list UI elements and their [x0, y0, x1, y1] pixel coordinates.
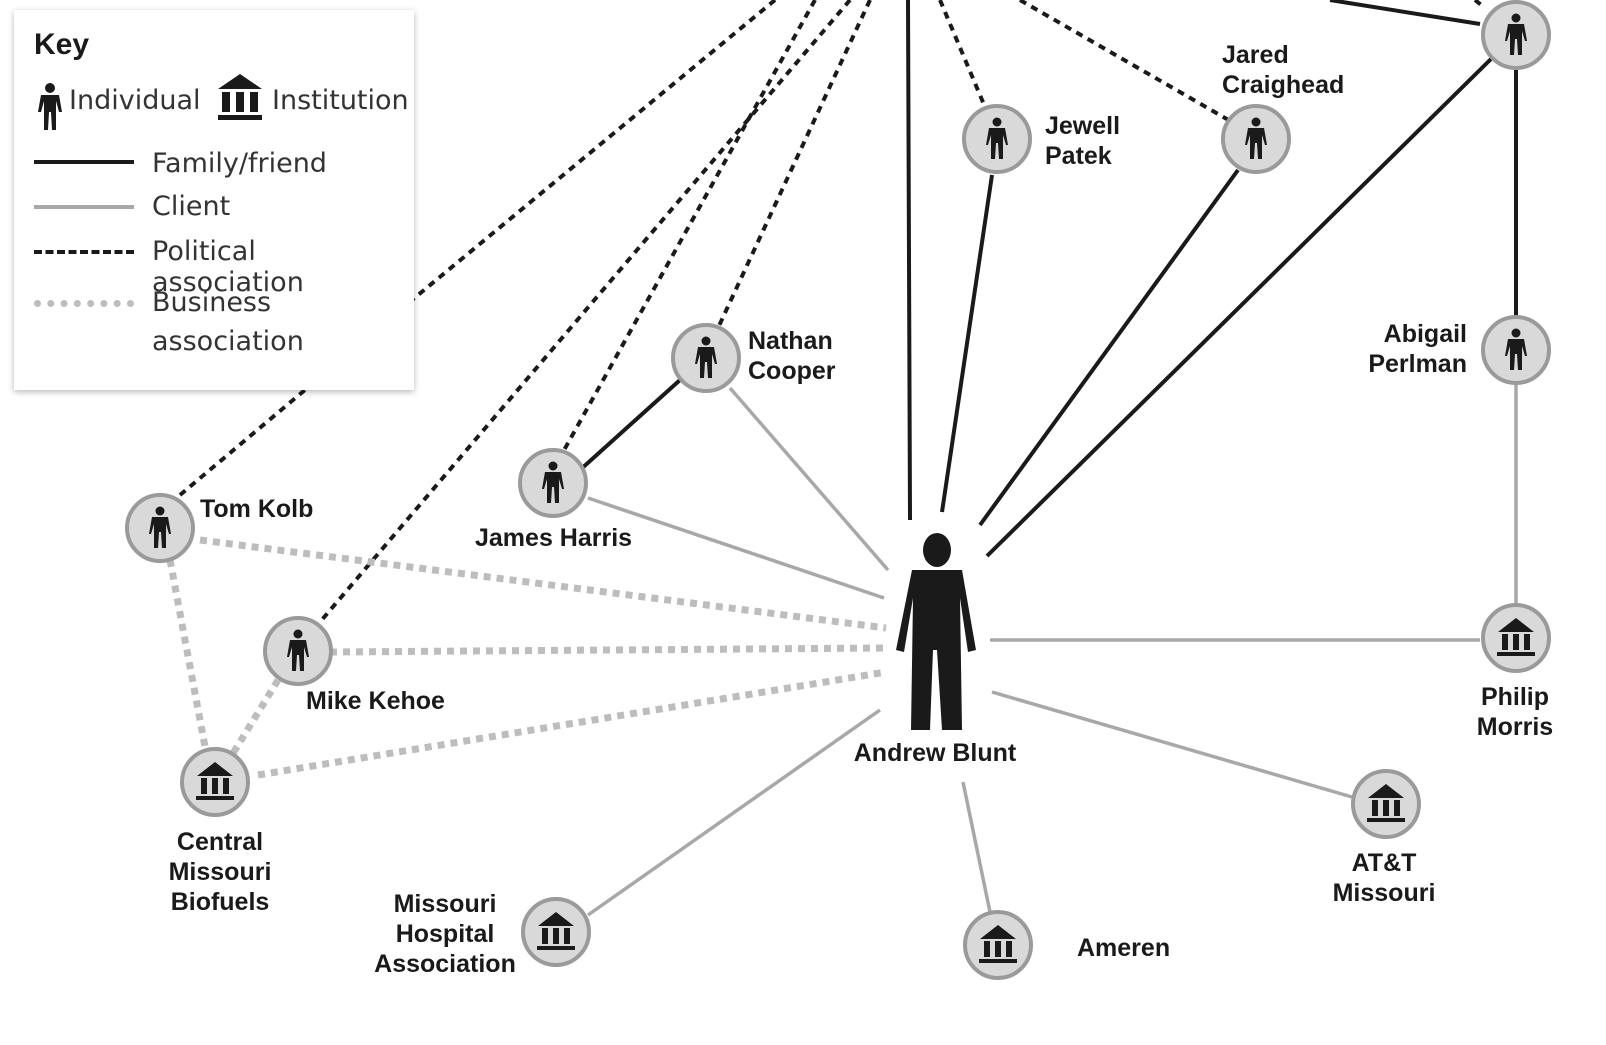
label-jewell-1: Jewell: [1045, 112, 1120, 140]
business-links: [166, 536, 887, 779]
label-nathan-1: Nathan: [748, 327, 833, 355]
link-business-tom-cmb: [166, 559, 210, 753]
legend-business-line: [34, 300, 134, 307]
label-att-2: Missouri: [1333, 879, 1436, 907]
link-political-jared-top: [1019, 0, 1233, 124]
node-ameren: [963, 910, 1033, 980]
link-client-andrew-att: [991, 690, 1353, 799]
legend-family-label: Family/friend: [152, 148, 327, 179]
label-mha-3: Association: [374, 950, 516, 978]
label-mha-2: Hospital: [396, 920, 495, 948]
andrew-blunt-figure: [896, 533, 976, 730]
label-mha-1: Missouri: [394, 890, 497, 918]
legend-client-label: Client: [152, 191, 231, 222]
link-family-nathan-james: [578, 378, 682, 472]
link-family-jared-andrew: [978, 168, 1240, 527]
link-family-top-right: [1329, 0, 1481, 26]
legend-title: Key: [34, 28, 90, 61]
link-business-tom-andrew: [199, 536, 887, 632]
link-client-andrew-mha: [586, 708, 882, 917]
link-political-mike-top: [318, 0, 852, 624]
node-central-missouri-biofuels: [180, 747, 250, 817]
legend-business-label-1: Business: [152, 287, 272, 318]
institution-icon: [218, 74, 262, 120]
link-political-nathan-top: [716, 0, 872, 329]
node-jewell-patek: [962, 104, 1032, 174]
node-james-harris: [518, 448, 588, 518]
link-business-mike-cmb: [229, 678, 281, 757]
label-abigail-1: Abigail: [1384, 320, 1467, 348]
legend-political-line: [34, 250, 134, 254]
node-mike-kehoe: [263, 616, 333, 686]
label-jewell-2: Patek: [1045, 142, 1112, 170]
labels: Andrew Blunt Jewell Patek Jared Craighea…: [169, 41, 1554, 978]
node-philip-morris: [1481, 603, 1551, 673]
node-nathan-cooper: [671, 323, 741, 393]
legend-institution-label: Institution: [272, 85, 409, 116]
label-philip-1: Philip: [1481, 683, 1549, 711]
individual-icon: [38, 83, 62, 130]
link-client-nathan-andrew: [728, 386, 890, 572]
label-cmb-3: Biofuels: [171, 888, 270, 916]
link-client-andrew-ameren: [961, 781, 992, 913]
legend-individual-label: Individual: [69, 85, 201, 116]
link-client-james-andrew: [587, 496, 885, 600]
label-att-1: AT&T: [1352, 849, 1417, 877]
label-nathan-2: Cooper: [748, 357, 836, 385]
node-jared-craighead: [1221, 104, 1291, 174]
link-family-jewell-andrew: [940, 174, 994, 513]
label-andrew-blunt: Andrew Blunt: [854, 739, 1017, 767]
legend: Key Individual Institution Family/friend: [14, 10, 414, 390]
label-james-harris: James Harris: [475, 524, 632, 552]
link-business-mike-andrew: [329, 644, 887, 656]
label-abigail-2: Perlman: [1368, 350, 1467, 378]
link-political-james-top: [561, 0, 817, 453]
label-cmb-1: Central: [177, 828, 263, 856]
legend-client-line: [34, 205, 134, 209]
client-links: [586, 382, 1518, 917]
label-ameren: Ameren: [1077, 934, 1170, 962]
label-mike-kehoe: Mike Kehoe: [306, 687, 445, 715]
link-political-jewell-top: [938, 0, 987, 108]
label-jared-2: Craighead: [1222, 71, 1344, 99]
family-links: [578, 0, 1518, 558]
link-family-top-andrew: [906, 0, 912, 521]
legend-business-label-2: association: [152, 326, 304, 357]
link-political-top-right: [1473, 0, 1487, 10]
label-jared-1: Jared: [1222, 41, 1289, 69]
label-cmb-2: Missouri: [169, 858, 272, 886]
legend-family-line: [34, 160, 134, 164]
legend-political-label: Political association: [152, 236, 304, 298]
link-family-top-right-andrew: [985, 56, 1494, 558]
node-tom-kolb: [125, 493, 195, 563]
link-political-tom-top: [410, 0, 777, 302]
node-top-right: [1481, 0, 1551, 70]
node-missouri-hospital-association: [521, 897, 591, 967]
link-business-cmb-andrew: [257, 668, 887, 779]
node-abigail-perlman: [1481, 315, 1551, 385]
node-att-missouri: [1351, 769, 1421, 839]
label-tom-kolb: Tom Kolb: [200, 495, 313, 523]
label-philip-2: Morris: [1477, 713, 1553, 741]
